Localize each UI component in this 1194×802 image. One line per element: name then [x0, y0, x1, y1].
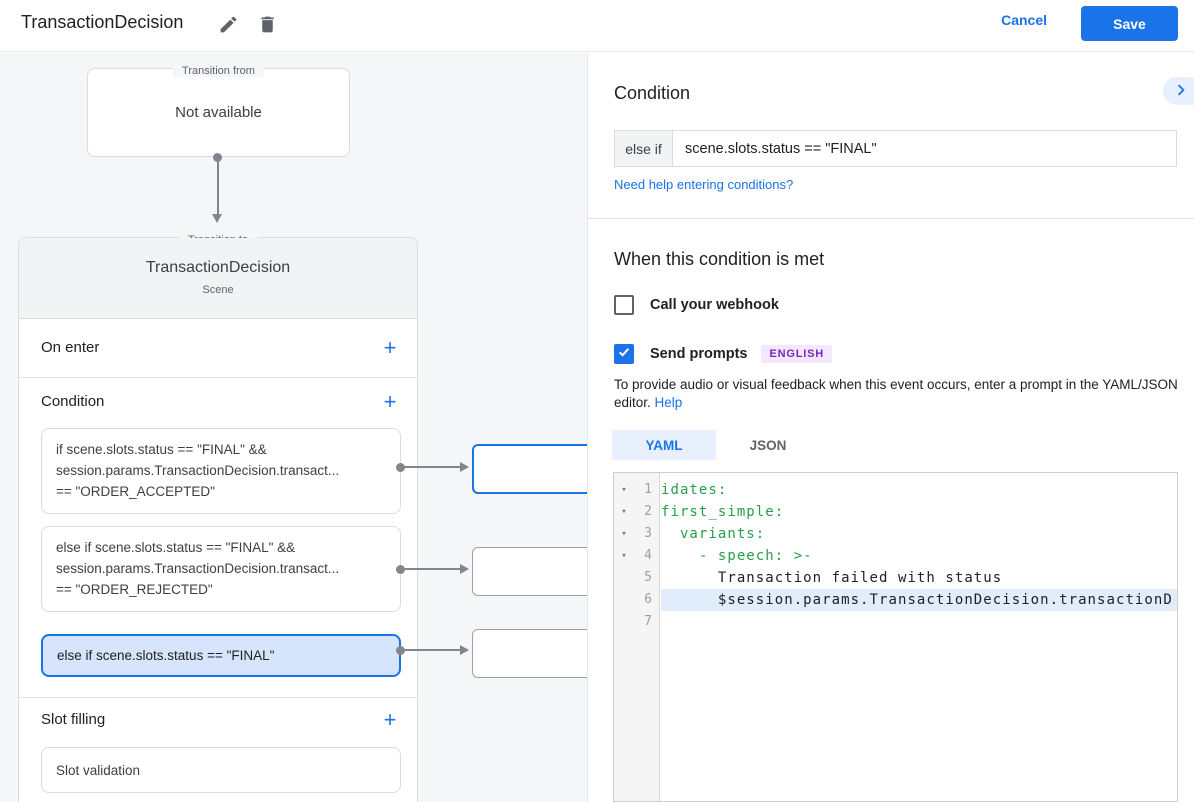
gutter-row: ▾3 [614, 523, 659, 545]
slot-validation-card[interactable]: Slot validation [41, 747, 401, 793]
fold-arrow-icon[interactable]: ▾ [621, 529, 627, 539]
edit-scene-button[interactable] [212, 10, 244, 42]
send-prompts-row: Send prompts ENGLISH [614, 344, 832, 364]
condition-help-link[interactable]: Need help entering conditions? [614, 177, 794, 192]
call-webhook-label: Call your webhook [650, 297, 779, 313]
prompt-node[interactable] [472, 629, 587, 678]
code-line: variants: [661, 526, 766, 542]
check-icon [617, 345, 631, 364]
save-button[interactable]: Save [1081, 6, 1178, 41]
fold-arrow-icon[interactable]: ▾ [621, 507, 627, 517]
transition-from-content: Not available [175, 104, 262, 121]
connector-line [400, 466, 461, 468]
condition-detail-panel: Condition else if Need help entering con… [588, 53, 1194, 802]
transition-to-box: Transition to TransactionDecision Scene … [18, 234, 418, 802]
prompt-node-selected[interactable] [472, 444, 587, 494]
gutter-row: ▾4 [614, 545, 659, 567]
prompt-description: To provide audio or visual feedback when… [614, 377, 1178, 410]
condition-card-2-line: session.params.TransactionDecision.trans… [56, 561, 340, 576]
code-line [661, 611, 1177, 633]
line-number: 7 [644, 614, 652, 629]
prompt-node[interactable] [472, 547, 587, 596]
add-slot-button[interactable]: + [377, 707, 403, 733]
condition-card-2[interactable]: else if scene.slots.status == "FINAL" &&… [41, 526, 401, 612]
line-number: 4 [644, 548, 652, 563]
send-prompts-label: Send prompts [650, 346, 748, 362]
condition-card-1-line: if scene.slots.status == "FINAL" && [56, 442, 267, 457]
app-header: TransactionDecision Cancel Save [0, 0, 1194, 52]
gutter-row: ▾1 [614, 479, 659, 501]
editor-tabs: YAML JSON [612, 430, 820, 460]
page-title: TransactionDecision [21, 12, 184, 32]
pencil-icon [218, 14, 239, 38]
condition-expression-row: else if [614, 130, 1177, 167]
when-condition-heading: When this condition is met [614, 249, 825, 269]
tab-json[interactable]: JSON [716, 430, 820, 460]
condition-card-1[interactable]: if scene.slots.status == "FINAL" && sess… [41, 428, 401, 514]
add-on-enter-button[interactable]: + [377, 335, 403, 361]
divider [19, 377, 417, 378]
line-number: 1 [644, 482, 652, 497]
add-condition-button[interactable]: + [377, 389, 403, 415]
transition-from-legend: Transition from [88, 61, 349, 79]
condition-heading: Condition [614, 83, 691, 103]
condition-section-label: Condition [41, 393, 105, 410]
scene-subtitle: Scene [202, 284, 234, 296]
line-number: 2 [644, 504, 652, 519]
condition-card-2-line: == "ORDER_REJECTED" [56, 582, 213, 597]
fold-arrow-icon[interactable]: ▾ [621, 551, 627, 561]
collapse-panel-button[interactable] [1163, 77, 1194, 105]
fold-arrow-icon[interactable]: ▾ [621, 485, 627, 495]
editor-code-area[interactable]: idates: first_simple: variants: - speech… [661, 473, 1177, 801]
help-link[interactable]: Help [654, 395, 683, 410]
code-line: first_simple: [661, 504, 785, 520]
yaml-code-editor[interactable]: ▾1 ▾2 ▾3 ▾4 5 6 7 idates: first_simple: … [613, 472, 1178, 802]
send-prompts-checkbox[interactable] [614, 344, 634, 364]
code-line: Transaction failed with status [661, 570, 1003, 586]
language-badge: ENGLISH [761, 345, 832, 363]
condition-prefix-label: else if [615, 131, 673, 166]
condition-expression-input[interactable] [673, 131, 1176, 166]
call-webhook-checkbox[interactable] [614, 295, 634, 315]
line-number: 6 [644, 592, 652, 607]
code-line: - speech: >- [661, 548, 813, 564]
line-number: 3 [644, 526, 652, 541]
scene-flow-canvas: Transition from Not available Transition… [0, 53, 588, 802]
divider [19, 697, 417, 698]
divider [588, 218, 1194, 219]
arrow-right-icon [460, 564, 469, 574]
trash-icon [257, 14, 278, 38]
slot-filling-label: Slot filling [41, 711, 106, 728]
delete-scene-button[interactable] [251, 10, 283, 42]
arrow-down-icon [212, 214, 222, 223]
gutter-row: ▾2 [614, 501, 659, 523]
condition-card-2-line: else if scene.slots.status == "FINAL" && [56, 540, 296, 555]
code-line: idates: [661, 482, 728, 498]
condition-card-1-line: == "ORDER_ACCEPTED" [56, 484, 215, 499]
webhook-row: Call your webhook [614, 295, 779, 315]
on-enter-label: On enter [41, 339, 100, 356]
condition-card-3-line: else if scene.slots.status == "FINAL" [57, 648, 275, 663]
tab-yaml[interactable]: YAML [612, 430, 716, 460]
connector-line [217, 157, 219, 214]
scene-header: TransactionDecision Scene [19, 238, 417, 319]
gutter-row: 5 [614, 567, 659, 589]
gutter-row: 7 [614, 611, 659, 633]
line-number: 5 [644, 570, 652, 585]
condition-card-3-selected[interactable]: else if scene.slots.status == "FINAL" [41, 634, 401, 677]
transition-from-box: Transition from Not available [87, 65, 350, 157]
arrow-right-icon [460, 462, 469, 472]
editor-gutter: ▾1 ▾2 ▾3 ▾4 5 6 7 [614, 473, 660, 801]
connector-line [400, 568, 461, 570]
gutter-row: 6 [614, 589, 659, 611]
arrow-right-icon [460, 645, 469, 655]
scene-title: TransactionDecision [145, 259, 291, 276]
condition-card-1-line: session.params.TransactionDecision.trans… [56, 463, 340, 478]
chevron-right-icon [1170, 79, 1194, 104]
slot-validation-label: Slot validation [56, 762, 141, 778]
cancel-button[interactable]: Cancel [1001, 12, 1047, 28]
code-line-highlighted: $session.params.TransactionDecision.tran… [661, 589, 1177, 611]
connector-line [400, 649, 461, 651]
